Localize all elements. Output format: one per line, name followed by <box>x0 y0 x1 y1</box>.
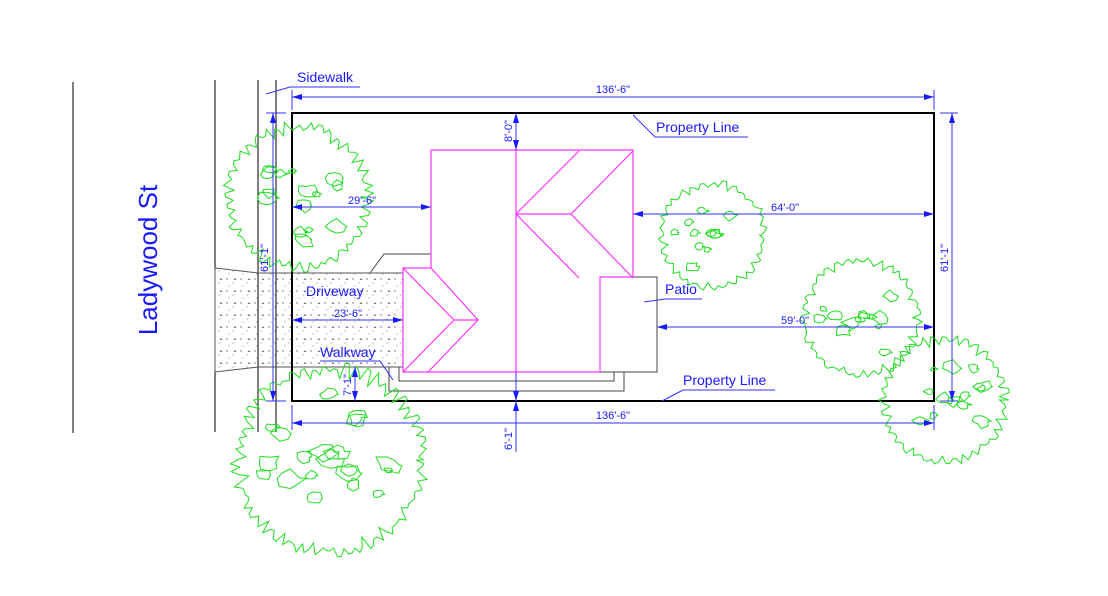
dim-top-length: 136'-6" <box>596 84 630 96</box>
dim-front-setback-house: 29'-6" <box>348 195 376 207</box>
dim-front-setback-garage: 23'-6" <box>334 308 362 320</box>
dimension-lines <box>265 86 958 452</box>
property-line <box>291 112 935 402</box>
dim-side-setback-bottom: 6'-1" <box>503 428 515 450</box>
label-patio: Patio <box>665 281 697 297</box>
label-driveway: Driveway <box>306 283 364 299</box>
dim-rear-setback-patio: 59'-0" <box>781 315 809 327</box>
dim-rear-setback-house: 64'-0" <box>771 202 799 214</box>
dim-side-setback-top: 8'-0" <box>503 120 515 142</box>
street-name: Ladywood St <box>133 184 163 335</box>
dim-left-width: 61'-1" <box>259 244 271 272</box>
tree-icon <box>222 121 375 273</box>
dim-bottom-length: 136'-6" <box>596 410 630 422</box>
tree-icon <box>799 257 924 378</box>
dimension-labels: 136'-6" 136'-6" 61'-1" 61'-1" 29'-6" 23'… <box>259 84 951 450</box>
trees <box>222 121 1010 558</box>
house-roof <box>402 149 634 373</box>
walkway-outline <box>369 253 625 392</box>
dim-right-width: 61'-1" <box>939 244 951 272</box>
dim-walkway-offset: 7'-1" <box>342 374 354 396</box>
street-lines <box>72 80 277 433</box>
tree-icon <box>657 180 768 291</box>
label-walkway: Walkway <box>320 344 376 360</box>
label-property-line-top: Property Line <box>656 119 739 135</box>
label-sidewalk: Sidewalk <box>297 69 354 85</box>
patio <box>599 276 658 373</box>
tree-icon <box>229 362 429 558</box>
label-property-line-bottom: Property Line <box>683 372 766 388</box>
notes: Sidewalk Property Line Property Line Dri… <box>297 69 766 388</box>
